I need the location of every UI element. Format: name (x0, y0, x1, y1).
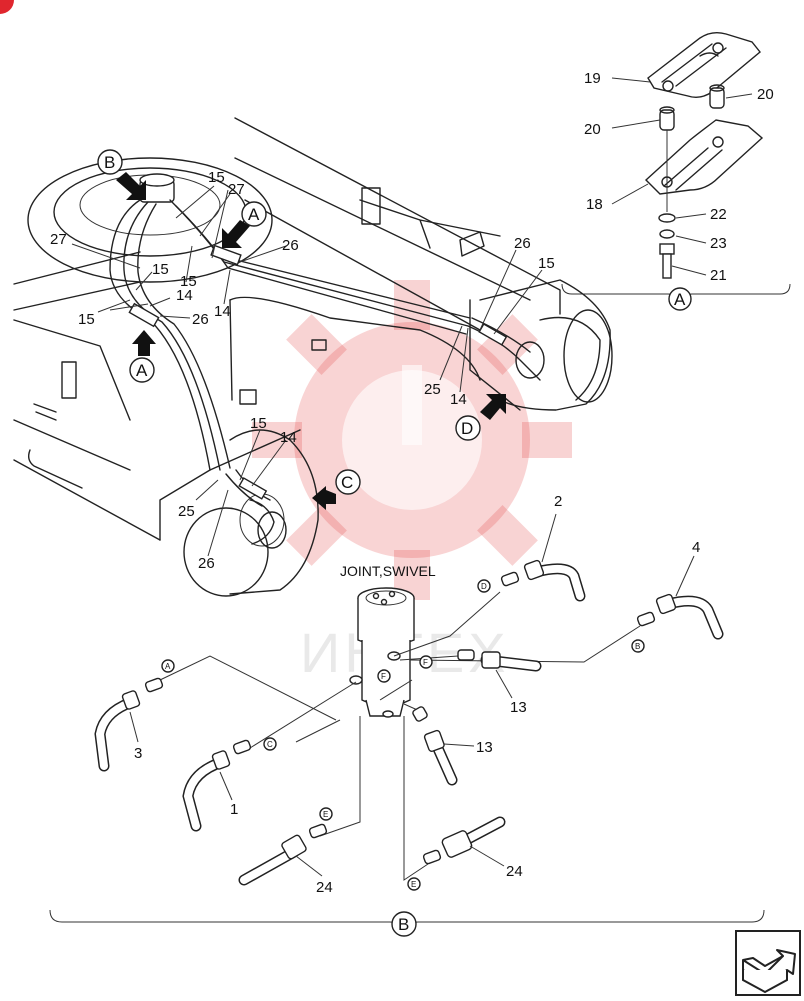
detail-a-clamp-assembly (561, 31, 791, 301)
hose-13-right (480, 651, 542, 672)
section-label-b-top: B (97, 149, 123, 175)
svg-text:F: F (423, 658, 428, 667)
hose-3 (94, 690, 141, 772)
swivel-leader-lines (129, 513, 695, 877)
svg-text:E: E (323, 810, 328, 819)
callout-15-mid: 15 (152, 261, 169, 278)
red-corner-icon (0, 0, 16, 16)
callout-3: 3 (134, 745, 142, 762)
port-tag-f-right: F (419, 655, 433, 669)
callout-26-right: 26 (514, 235, 531, 252)
next-page-arrow-icon[interactable] (735, 930, 801, 996)
view-arrow-d (480, 394, 506, 420)
svg-text:B: B (635, 642, 640, 651)
view-arrow-a-top (222, 220, 250, 248)
callout-13-right: 13 (510, 699, 527, 716)
svg-text:A: A (136, 361, 148, 380)
port-tag-b: B (631, 639, 645, 653)
callout-26-top: 26 (282, 237, 299, 254)
section-label-d: D (455, 415, 481, 441)
watermark-gear (252, 280, 572, 600)
port-tag-e-left: E (319, 807, 333, 821)
svg-text:D: D (481, 582, 487, 591)
hose-4 (655, 593, 724, 640)
callout-15-right: 15 (538, 255, 555, 272)
section-label-c: C (335, 469, 361, 495)
section-label-a-bottom: A (129, 357, 155, 383)
callout-19: 19 (584, 70, 601, 87)
svg-text:D: D (461, 419, 473, 438)
view-arrow-c (312, 486, 336, 510)
callout-15-bottom: 15 (250, 415, 267, 432)
callout-4: 4 (692, 539, 700, 556)
callout-24-left: 24 (316, 879, 333, 896)
callout-25-right: 25 (424, 381, 441, 398)
swivel-joint-body (349, 587, 415, 718)
svg-text:C: C (341, 473, 353, 492)
callout-15-top: 15 (208, 169, 225, 186)
undercarriage-overview (13, 117, 613, 597)
svg-text:C: C (267, 740, 273, 749)
callout-27-left: 27 (50, 231, 67, 248)
port-tag-a: A (161, 659, 175, 673)
callout-24-right: 24 (506, 863, 523, 880)
hose-routing-overview (109, 199, 545, 549)
callout-26-bottom: 26 (198, 555, 215, 572)
callout-14-left: 14 (176, 287, 193, 304)
swivel-joint-label: JOINT,SWIVEL (340, 563, 436, 579)
svg-text:A: A (248, 205, 260, 224)
port-tag-f-left: F (377, 669, 391, 683)
callout-14-right: 14 (450, 391, 467, 408)
view-arrow-b (116, 172, 146, 200)
callout-18: 18 (586, 196, 603, 213)
port-tag-e-bottom: E (407, 877, 421, 891)
callout-14-bottom: 14 (280, 429, 297, 446)
svg-text:B: B (398, 915, 409, 934)
callout-27-top: 27 (228, 181, 245, 198)
hose-24-left (238, 834, 307, 886)
svg-text:B: B (104, 153, 115, 172)
svg-text:A: A (165, 662, 171, 671)
svg-text:F: F (381, 672, 386, 681)
callout-15-left: 15 (78, 311, 95, 328)
section-label-a-detail: A (668, 287, 692, 311)
overview-leader-lines (71, 185, 543, 557)
callout-20-left: 20 (584, 121, 601, 138)
callout-14-mid: 14 (214, 303, 231, 320)
callout-1: 1 (230, 801, 238, 818)
bracket-b: B (49, 909, 765, 937)
hose-2 (523, 559, 586, 602)
adapter-fittings (144, 571, 656, 865)
callout-23: 23 (710, 235, 727, 252)
callout-2: 2 (554, 493, 562, 510)
port-tag-c: C (263, 737, 277, 751)
port-tag-d: D (477, 579, 491, 593)
svg-text:E: E (411, 880, 416, 889)
hose-13-lower (423, 729, 458, 786)
hose-24-right (441, 816, 506, 858)
view-arrow-a-bottom (132, 330, 156, 356)
callout-25-left: 25 (178, 503, 195, 520)
callout-13-lower: 13 (476, 739, 493, 756)
callout-21: 21 (710, 267, 727, 284)
callout-20-right: 20 (757, 86, 774, 103)
section-label-a-top: A (241, 201, 267, 227)
svg-text:A: A (674, 290, 686, 309)
callout-15-mid2: 15 (180, 273, 197, 290)
callout-26-mid: 26 (192, 311, 209, 328)
hose-1 (182, 750, 231, 832)
callout-22: 22 (710, 206, 727, 223)
